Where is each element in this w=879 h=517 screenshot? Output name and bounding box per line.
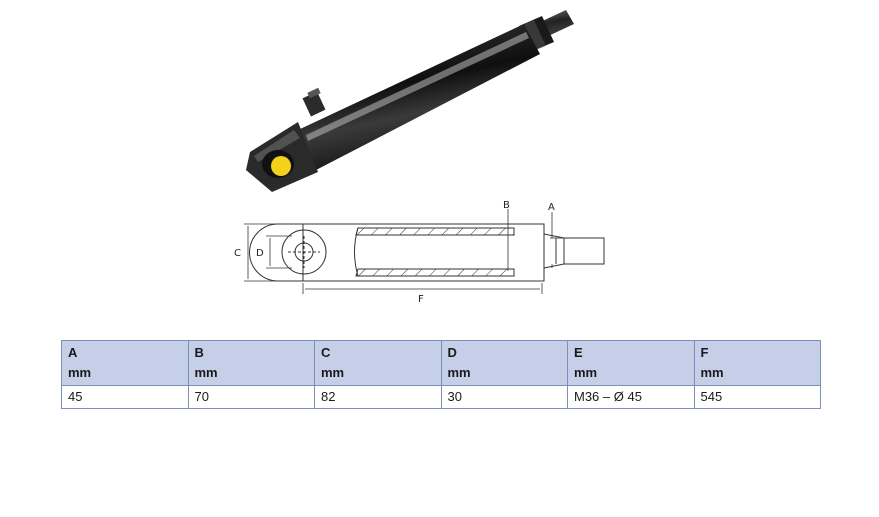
cylinder-tube	[298, 24, 540, 170]
cell-d: 30	[440, 385, 568, 409]
label-f: F	[418, 294, 424, 305]
technical-drawing: C D B A F	[234, 200, 605, 305]
dimension-lines	[244, 209, 566, 294]
cell-e: M36 – Ø 45	[567, 385, 695, 409]
table-row: 45 70 82 30 M36 – Ø 45 545	[61, 385, 821, 409]
cell-b: 70	[187, 385, 315, 409]
tube-wall-hatch	[354, 227, 515, 277]
label-b: B	[503, 200, 510, 211]
label-a: A	[548, 202, 555, 213]
cell-f: 545	[693, 385, 821, 409]
hydraulic-cylinder-photo	[246, 10, 574, 192]
label-d: D	[256, 248, 264, 259]
oil-port-fitting	[302, 87, 326, 117]
eye-bushing	[271, 156, 291, 176]
clevis-eye	[246, 122, 318, 192]
dimension-labels: C D B A F	[234, 200, 555, 305]
drawing-outline	[249, 223, 605, 282]
cell-a: 45	[61, 385, 189, 409]
cell-c: 82	[314, 385, 442, 409]
label-c: C	[234, 248, 241, 259]
